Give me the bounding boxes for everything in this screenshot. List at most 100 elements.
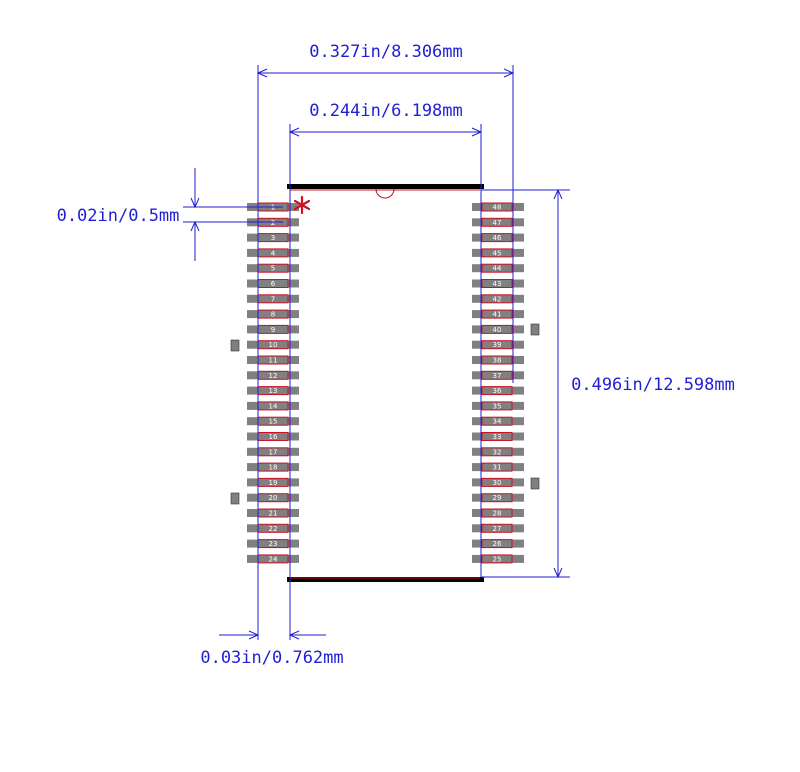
pad-right: [472, 371, 524, 380]
pad-outline-right: [481, 462, 513, 472]
pad-outline-right: [481, 416, 513, 426]
pin-number: 29: [493, 494, 502, 502]
pin-number: 43: [493, 280, 502, 288]
pin-number: 4: [271, 249, 276, 257]
pin-1-asterisk-icon: [293, 195, 311, 215]
pad-left: [247, 356, 299, 364]
pad-outline-right: [481, 447, 513, 457]
body-width-label: 0.244in/6.198mm: [309, 101, 463, 121]
pad-left: [247, 310, 299, 319]
pin-number: 37: [493, 372, 502, 380]
pad-right: [472, 248, 524, 257]
pad-outline-right: [481, 263, 513, 273]
pin-number: 24: [269, 555, 278, 563]
pad-outline-right: [481, 523, 513, 533]
pad-outline-right: [481, 493, 513, 503]
pad-right: [472, 509, 524, 517]
pin-number: 32: [493, 448, 502, 456]
pin-number: 8: [271, 311, 275, 319]
pad-left: [247, 248, 299, 257]
pin-number: 20: [269, 494, 278, 502]
dimension-lines: [183, 65, 570, 640]
pad-right: [472, 310, 524, 319]
pad-left: [247, 539, 299, 548]
pad-right: [472, 233, 524, 242]
pin-number: 6: [271, 280, 276, 288]
pin-number: 46: [493, 234, 502, 242]
pin-number: 11: [269, 357, 278, 365]
pin-array: 1234567891011121314151617181920212223244…: [247, 202, 524, 564]
pin-number: 34: [493, 418, 502, 426]
pin-number: 33: [493, 433, 502, 441]
pin-number: 44: [493, 265, 502, 273]
pad-outline-right: [481, 386, 513, 396]
pin-number: 17: [269, 448, 278, 456]
pad-left: [247, 340, 299, 349]
pad-right: [472, 493, 524, 502]
pad-right: [472, 432, 524, 441]
pad-outline-right: [481, 539, 513, 549]
pin-number: 30: [493, 479, 502, 487]
overall-width-label: 0.327in/8.306mm: [309, 42, 463, 62]
pin-number: 21: [269, 510, 278, 518]
pin-number: 48: [493, 204, 502, 212]
pin-number: 25: [493, 555, 502, 563]
pad-outline-right: [481, 324, 513, 334]
pin1-notch-icon: [375, 188, 395, 199]
pad-left: [247, 432, 299, 441]
pin-number: 42: [493, 295, 502, 303]
pad-outline-right: [481, 370, 513, 380]
pad-outline-right: [481, 294, 513, 304]
pin-number: 9: [271, 326, 275, 334]
pad-right: [472, 447, 524, 456]
pad-right: [472, 417, 524, 426]
mounting-tab-right-lower: [530, 477, 540, 490]
pin-number: 38: [493, 357, 502, 365]
pad-right: [472, 264, 524, 273]
pin-number: 15: [269, 418, 278, 426]
pad-left: [247, 325, 299, 334]
pin-number: 18: [269, 464, 278, 472]
body-bottom-edge: [287, 577, 484, 582]
pin-number: 41: [493, 311, 502, 319]
pad-left: [247, 509, 299, 517]
pad-right: [472, 463, 524, 472]
pad-right: [472, 524, 524, 533]
pin-number: 36: [493, 387, 502, 395]
pad-length-label: 0.03in/0.762mm: [200, 648, 343, 668]
pin-number: 19: [269, 479, 278, 487]
pin-number: 28: [493, 510, 502, 518]
pin-number: 39: [493, 341, 502, 349]
pitch-label: 0.02in/0.5mm: [57, 206, 180, 226]
pad-left: [247, 294, 299, 303]
pin-number: 22: [269, 525, 278, 533]
pin-number: 35: [493, 402, 502, 410]
pad-outline-right: [481, 554, 513, 564]
pad-outline-right: [481, 477, 513, 487]
pad-outline-right: [481, 432, 513, 441]
pin-number: 13: [269, 387, 278, 395]
pad-left: [247, 447, 299, 456]
pad-right: [472, 356, 524, 364]
pad-outline-right: [481, 355, 513, 365]
pin-number: 16: [269, 433, 278, 441]
pad-right: [472, 478, 524, 487]
mounting-tab-right-upper: [530, 323, 540, 336]
pin-number: 12: [269, 372, 278, 380]
pad-right: [472, 325, 524, 334]
pad-left: [247, 554, 299, 563]
pad-right: [472, 294, 524, 303]
pin-number: 7: [271, 295, 275, 303]
pad-left: [247, 371, 299, 380]
mounting-tab-left-lower: [230, 492, 240, 505]
pad-left: [247, 279, 299, 288]
pad-left: [247, 493, 299, 502]
pad-right: [472, 401, 524, 410]
pad-left: [247, 524, 299, 533]
pad-outline-right: [481, 401, 513, 411]
pad-left: [247, 386, 299, 395]
mounting-tab-left-upper: [230, 339, 240, 352]
pad-left: [247, 417, 299, 426]
pad-outline-right: [481, 233, 513, 243]
